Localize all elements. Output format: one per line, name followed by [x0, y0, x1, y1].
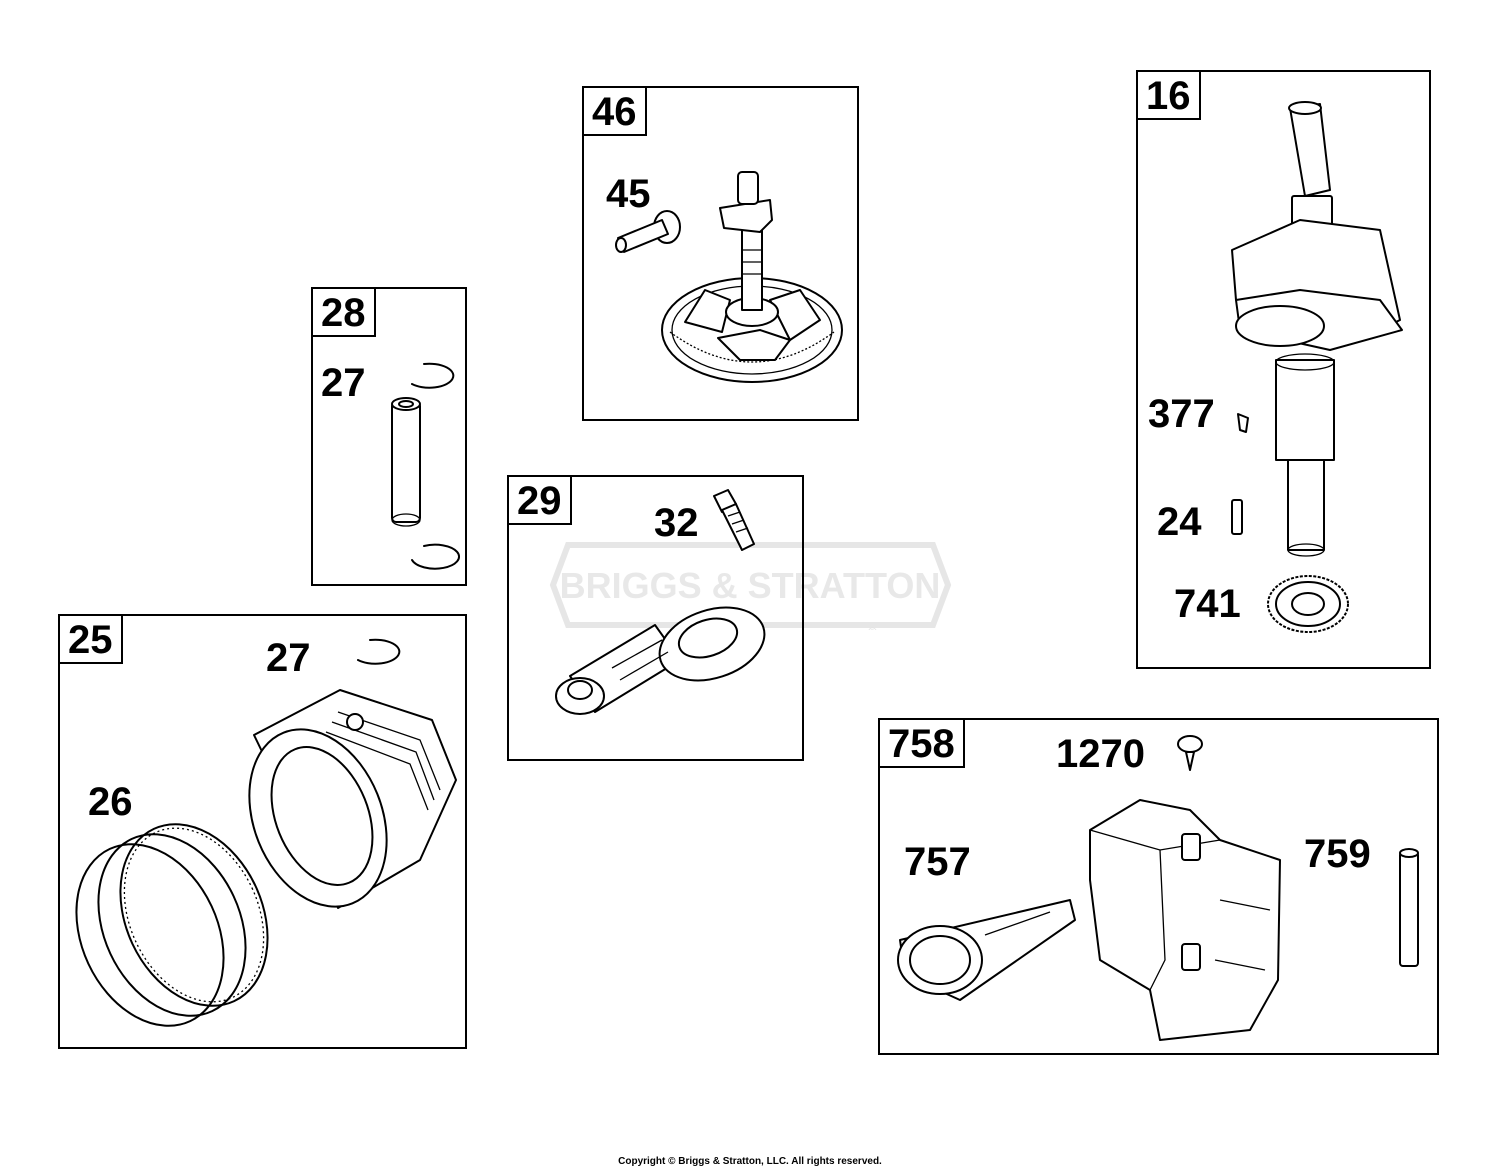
watermark-brand-text: BRIGGS & STRATTON: [560, 565, 941, 606]
callout-45: 45: [606, 172, 651, 216]
callout-24: 24: [1157, 500, 1202, 544]
retaining-clip-icon: [357, 638, 401, 665]
camshaft-gear-icon: [661, 171, 843, 383]
retaining-clip-icon: [411, 362, 461, 570]
push-rivet-icon: [1177, 735, 1203, 771]
callout-32: 32: [654, 501, 699, 545]
callout-1270: 1270: [1056, 732, 1145, 776]
panel-ref-25: 25: [58, 614, 123, 664]
panel-ref-29: 29: [507, 475, 572, 525]
panel-ref-46: 46: [582, 86, 647, 136]
dowel-pin-icon: [1231, 499, 1243, 535]
connecting-rod-icon: [555, 606, 766, 715]
copyright-notice: Copyright © Briggs & Stratton, LLC. All …: [618, 1156, 882, 1167]
panel-28: 28 27: [311, 287, 467, 586]
bolt-icon: [713, 489, 755, 551]
dowel-pin-icon: [1399, 848, 1419, 967]
panel-29: 29 32: [507, 475, 804, 761]
panel-16: 16 377 24 741: [1136, 70, 1431, 669]
brand-watermark: BRIGGS & STRATTON ®: [548, 540, 953, 639]
panel-46: 46 45: [582, 86, 859, 421]
baffle-plate-icon: [897, 899, 1076, 1001]
callout-26: 26: [88, 780, 133, 824]
callout-27: 27: [321, 361, 366, 405]
crank-gear-icon: [1267, 575, 1349, 633]
callout-757: 757: [904, 840, 971, 884]
panel-25: 25 27 26: [58, 614, 467, 1049]
panel-758: 758 1270 757 759: [878, 718, 1439, 1055]
callout-759: 759: [1304, 832, 1371, 876]
piston-ring-set-icon: [75, 823, 269, 1027]
breather-icon: [1089, 799, 1281, 1041]
rod-pin-icon: [615, 210, 681, 253]
piston-icon: [248, 689, 457, 909]
panel-ref-758: 758: [878, 718, 965, 768]
callout-27: 27: [266, 636, 311, 680]
wrist-pin-icon: [391, 397, 421, 527]
panel-ref-28: 28: [311, 287, 376, 337]
callout-377: 377: [1148, 392, 1215, 436]
key-icon: [1237, 413, 1249, 433]
panel-ref-16: 16: [1136, 70, 1201, 120]
crankshaft-icon: [1231, 101, 1403, 557]
callout-741: 741: [1174, 582, 1241, 626]
